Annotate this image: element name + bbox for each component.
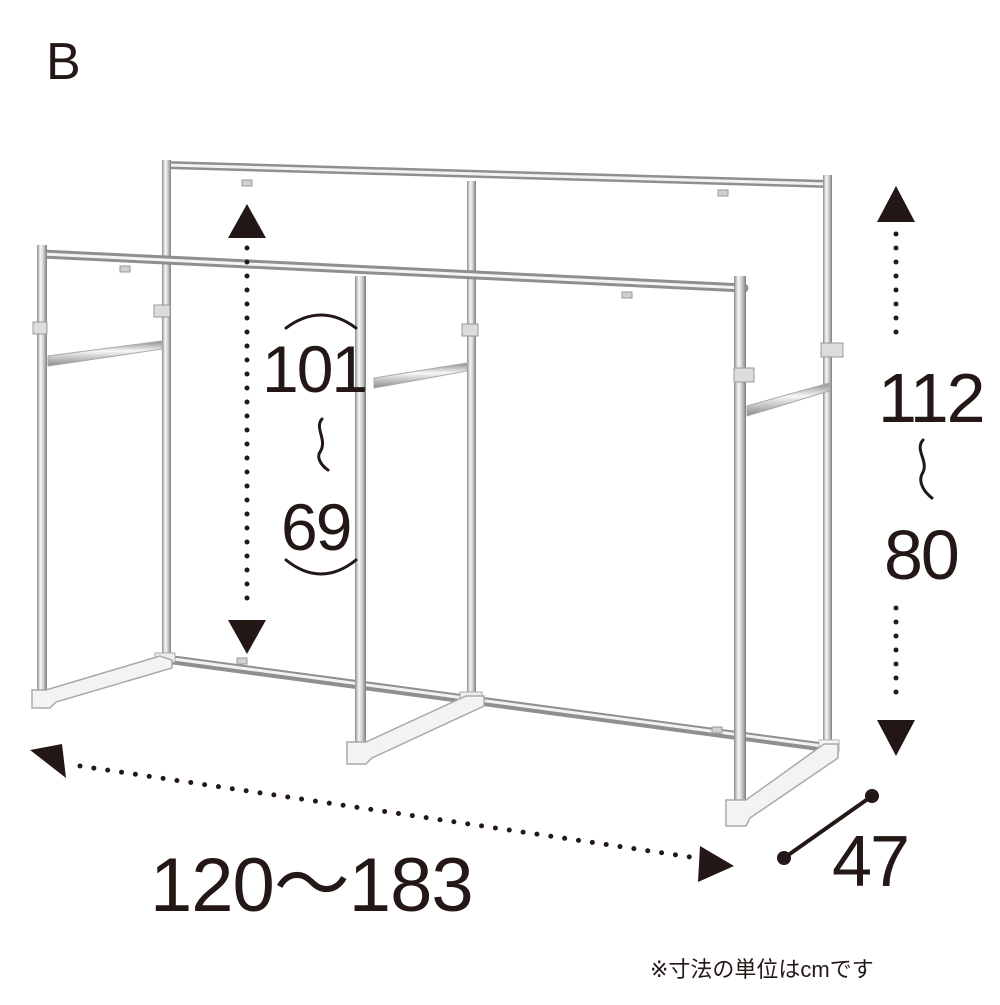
back-post-knob bbox=[153, 304, 171, 318]
rail-stopper bbox=[236, 657, 248, 665]
rail-stopper bbox=[621, 291, 633, 299]
front-frame bbox=[32, 245, 755, 808]
width-dotted-line bbox=[77, 763, 693, 860]
inner-height-arrow-up-icon bbox=[228, 204, 266, 238]
depth-label: 47 bbox=[832, 822, 910, 902]
depth-line bbox=[782, 794, 874, 860]
height-arrow-up-icon bbox=[877, 186, 915, 222]
base-feet bbox=[31, 655, 839, 827]
front-center-post bbox=[355, 276, 366, 746]
variant-label: B bbox=[46, 33, 81, 91]
height-max-label: 112 bbox=[878, 359, 986, 437]
rail-stopper bbox=[119, 265, 131, 273]
inner-height-brackets bbox=[284, 313, 358, 576]
right-base-foot bbox=[725, 743, 839, 827]
front-post-knob bbox=[733, 367, 755, 383]
inner-height-arrow-down-icon bbox=[228, 620, 266, 654]
back-right-post bbox=[823, 175, 832, 747]
back-post-knob bbox=[820, 342, 844, 358]
dimension-lines bbox=[30, 186, 915, 882]
width-arrow-right-icon bbox=[698, 846, 734, 882]
bracket-bottom bbox=[284, 558, 358, 576]
inner-height-max-label: 101 bbox=[262, 332, 368, 406]
width-range-label: 120～183 bbox=[150, 843, 474, 928]
left-base-foot bbox=[31, 655, 173, 709]
front-right-post bbox=[734, 276, 746, 808]
width-arrow-left-icon bbox=[30, 744, 66, 778]
cross-braces bbox=[47, 340, 830, 417]
rail-stopper bbox=[241, 179, 253, 187]
wave-range-icon bbox=[317, 417, 934, 500]
unit-note: ※寸法の単位はcmです bbox=[650, 957, 874, 982]
center-base-foot bbox=[346, 695, 485, 765]
inner-height-min-label: 69 bbox=[281, 490, 352, 564]
front-left-post bbox=[37, 245, 47, 695]
rail-stopper bbox=[717, 189, 729, 197]
back-left-post bbox=[162, 160, 171, 660]
bracket-top bbox=[284, 313, 358, 330]
height-min-label: 80 bbox=[884, 516, 960, 594]
front-post-knob bbox=[32, 321, 48, 335]
rail-stopper bbox=[711, 726, 723, 734]
back-post-knob bbox=[461, 323, 479, 337]
back-center-post bbox=[467, 181, 476, 701]
height-arrow-down-icon bbox=[877, 720, 915, 756]
